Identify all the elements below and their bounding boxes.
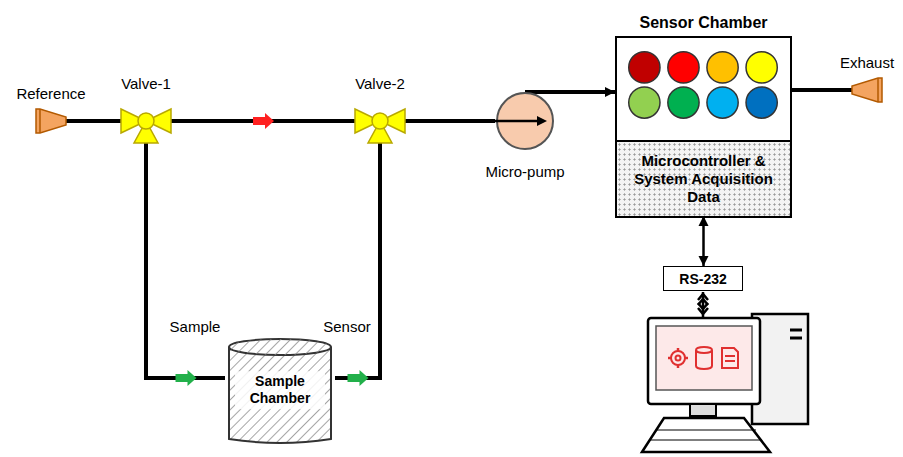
sensor-chamber: Sensor ChamberMicrocontroller & System A… [615, 36, 792, 218]
edge-label: Sample [168, 318, 223, 335]
micro-pump: Micro-pump [495, 91, 555, 151]
pipe-connector [146, 143, 225, 386]
node-label: Micro-pump [485, 163, 564, 181]
pipe-connector [792, 90, 852, 91]
node-label: Sample Chamber [235, 371, 325, 409]
inlet-port: Reference [36, 109, 66, 133]
arrow-head [348, 370, 369, 386]
edge-label: Sensor [321, 318, 373, 335]
arrow-head [253, 113, 274, 129]
arrow-head [176, 370, 197, 386]
node-label: Microcontroller & System Acquisition Dat… [617, 152, 790, 206]
pipe-connector [171, 113, 355, 129]
pipe-connector [66, 121, 121, 122]
pump-symbol [495, 91, 555, 151]
pipe-line [66, 119, 121, 123]
computer-icon [642, 314, 808, 452]
node-label: Sensor Chamber [639, 13, 767, 32]
valve: Valve-1 [121, 99, 171, 143]
node-label: Valve-2 [355, 75, 405, 93]
arrow-head [605, 87, 615, 97]
valve-symbol [121, 99, 171, 143]
pipe-connector [699, 216, 709, 266]
pipe-line [146, 143, 225, 378]
pipe-connector [405, 121, 495, 122]
pipe-line [525, 90, 615, 94]
funnel-port [852, 78, 882, 102]
funnel-port [36, 109, 66, 133]
pipe-line [405, 119, 495, 123]
pipe-connector [335, 143, 380, 386]
interface-box: RS-232 [663, 266, 743, 291]
valve-symbol [355, 99, 405, 143]
valve: Valve-2 [355, 99, 405, 143]
sample-chamber: Sample Chamber [225, 335, 335, 445]
node-label: Valve-1 [121, 75, 171, 93]
node-label: Reference [16, 85, 85, 103]
pipe-line [792, 88, 852, 92]
pipe-line [335, 143, 380, 378]
exhaust-port: Exhaust [852, 78, 882, 102]
node-label: Exhaust [840, 54, 894, 72]
arrow-head [699, 256, 709, 266]
serial-link [698, 292, 708, 318]
node-label: RS-232 [664, 270, 742, 287]
controller-box: Microcontroller & System Acquisition Dat… [617, 140, 790, 216]
